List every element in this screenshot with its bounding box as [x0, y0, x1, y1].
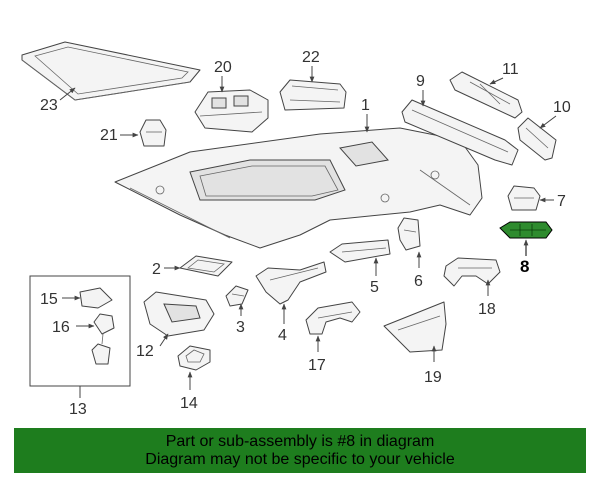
part-8-highlighted[interactable]	[499, 221, 553, 239]
callout-8: 8	[520, 257, 529, 276]
part-10-pad[interactable]	[517, 117, 557, 161]
callout-22: 22	[302, 49, 320, 66]
part-11-side-rail[interactable]	[449, 71, 523, 119]
part-22-bracket[interactable]	[279, 79, 347, 111]
callout-12: 12	[136, 343, 154, 360]
part-14-lamp[interactable]	[177, 345, 211, 371]
callout-18: 18	[478, 301, 496, 318]
callout-11: 11	[502, 61, 519, 78]
part-5-trim-strip[interactable]	[329, 239, 391, 263]
banner-line-1: Part or sub-assembly is #8 in diagram	[165, 432, 435, 450]
part-18-grab-handle[interactable]	[443, 257, 501, 287]
part-19-insulator[interactable]	[383, 301, 447, 353]
part-7-bracket[interactable]	[507, 185, 541, 211]
part-20-overhead-console[interactable]	[194, 89, 269, 133]
callout-6: 6	[414, 273, 423, 290]
part-15-pad[interactable]	[79, 287, 113, 309]
callout-14: 14	[180, 395, 198, 412]
callout-20: 20	[214, 59, 232, 76]
info-banner: Part or sub-assembly is #8 in diagram Di…	[14, 428, 586, 473]
part-17-grab-handle[interactable]	[305, 301, 361, 335]
part-4-pillar-trim[interactable]	[255, 261, 327, 305]
part-12-sun-visor[interactable]	[143, 291, 215, 337]
callout-17: 17	[308, 357, 326, 374]
callout-10: 10	[553, 99, 571, 116]
callout-4: 4	[278, 327, 287, 344]
part-21-clip[interactable]	[139, 119, 167, 147]
callout-13: 13	[69, 401, 87, 418]
banner-line-2: Diagram may not be specific to your vehi…	[145, 450, 455, 468]
part-9-roof-rail[interactable]	[401, 99, 519, 166]
part-3-plug[interactable]	[225, 285, 249, 307]
callout-15: 15	[40, 291, 58, 308]
callout-5: 5	[370, 279, 379, 296]
part-2-lamp-lens[interactable]	[179, 255, 233, 277]
callout-7: 7	[557, 193, 566, 210]
callout-23: 23	[40, 97, 58, 114]
callout-2: 2	[152, 261, 161, 278]
part-16-clip[interactable]	[91, 313, 115, 365]
callout-9: 9	[416, 73, 425, 90]
part-6-bracket[interactable]	[397, 217, 421, 251]
part-23-sunroof-panel[interactable]	[21, 41, 201, 101]
callout-21: 21	[100, 127, 118, 144]
callout-1: 1	[361, 97, 370, 114]
callout-16: 16	[52, 319, 70, 336]
callout-3: 3	[236, 319, 245, 336]
part-1-headliner[interactable]	[114, 127, 483, 249]
parts-diagram: 23 20 22 21 1 9	[21, 41, 571, 418]
callout-19: 19	[424, 369, 442, 386]
